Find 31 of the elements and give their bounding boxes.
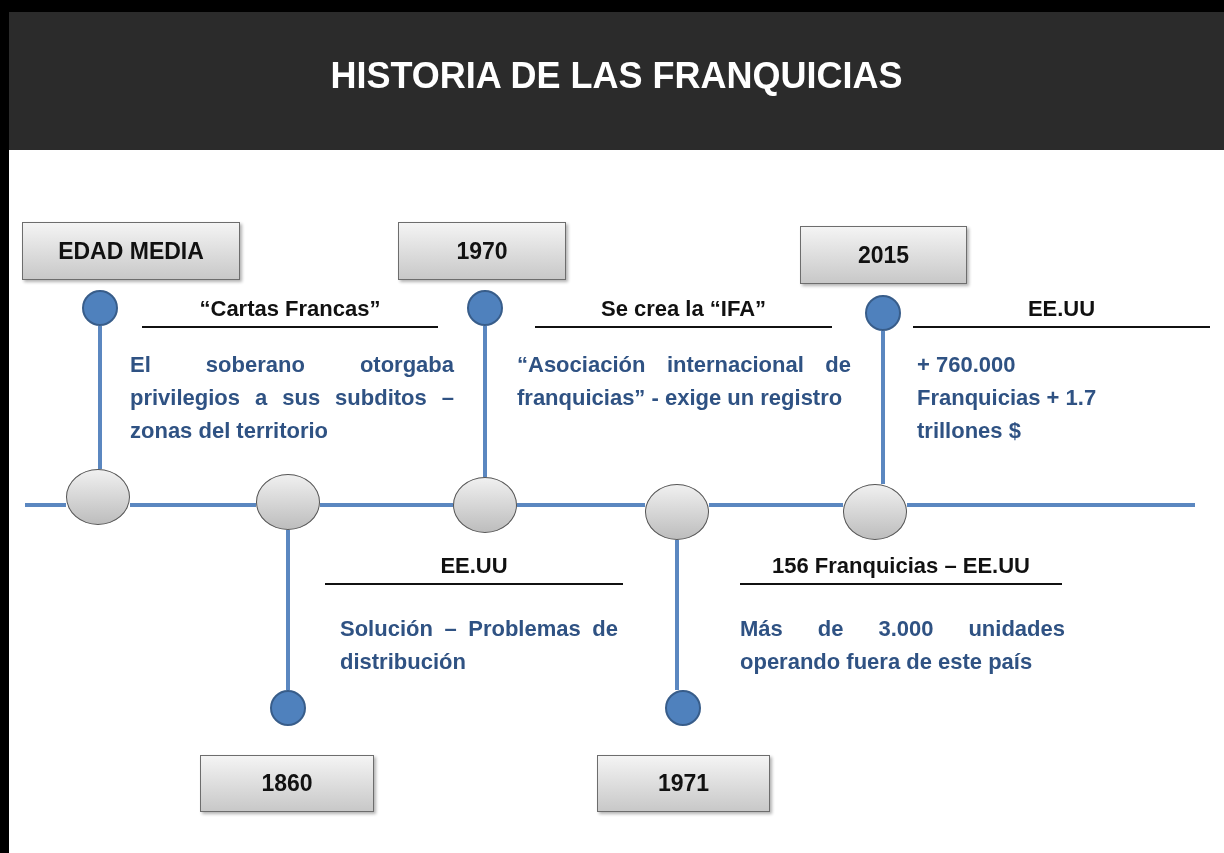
event-dot bbox=[82, 290, 118, 326]
connector-line bbox=[675, 540, 679, 690]
event-dot bbox=[270, 690, 306, 726]
event-heading: EE.UU bbox=[325, 553, 623, 585]
date-box: 1971 bbox=[597, 755, 770, 812]
connector-line bbox=[98, 326, 102, 469]
event-description: Solución – Problemas de distribución bbox=[340, 615, 618, 676]
event-heading: 156 Franquicias – EE.UU bbox=[740, 553, 1062, 585]
timeline-line bbox=[130, 503, 256, 507]
timeline-line bbox=[320, 503, 453, 507]
timeline-line bbox=[517, 503, 645, 507]
event-dot bbox=[665, 690, 701, 726]
event-description: Más de 3.000 unidades operando fuera de este país bbox=[740, 615, 1065, 676]
date-box: 2015 bbox=[800, 226, 967, 284]
event-dot bbox=[467, 290, 503, 326]
event-heading: Se crea la “IFA” bbox=[535, 296, 832, 328]
timeline-line bbox=[709, 503, 843, 507]
date-box: 1860 bbox=[200, 755, 374, 812]
date-box: EDAD MEDIA bbox=[22, 222, 240, 280]
connector-line bbox=[286, 530, 290, 690]
connector-line bbox=[881, 331, 885, 484]
event-heading: “Cartas Francas” bbox=[142, 296, 438, 328]
title: HISTORIA DE LAS FRANQUICIAS bbox=[329, 55, 904, 98]
timeline-marker bbox=[453, 477, 517, 533]
date-box: 1970 bbox=[398, 222, 566, 280]
event-description: + 760.000 Franquicias + 1.7 trillones $ bbox=[917, 351, 1098, 445]
event-description: El soberano otorgaba privilegios a sus subditos – zonas del territorio bbox=[130, 351, 454, 445]
event-description: “Asociación internacional de franquicias” - exige un registro bbox=[517, 351, 851, 412]
connector-line bbox=[483, 326, 487, 477]
event-heading: EE.UU bbox=[913, 296, 1210, 328]
event-dot bbox=[865, 295, 901, 331]
